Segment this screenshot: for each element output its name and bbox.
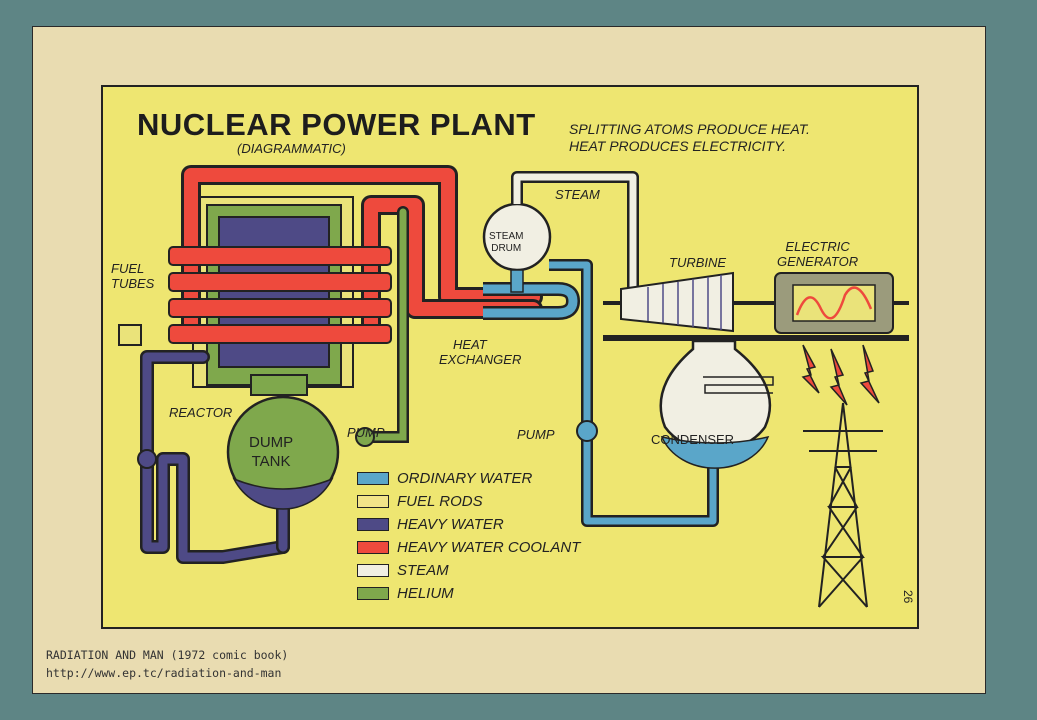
plant-diagram — [118, 165, 909, 608]
label-generator-line-1: ELECTRIC — [785, 239, 850, 254]
label-heat-exchanger-line-1: HEAT — [453, 337, 487, 352]
tagline-line-1: SPLITTING ATOMS PRODUCE HEAT. — [569, 121, 810, 137]
legend-swatch — [357, 587, 389, 600]
page-number: 26 — [901, 590, 915, 604]
legend-item-steam: STEAM — [357, 559, 580, 582]
label-dump-tank-line-1: DUMP — [249, 434, 294, 451]
label-steam-drum-line-1: STEAM — [489, 231, 524, 242]
label-steam-drum-line-2: DRUM — [491, 243, 522, 254]
condenser-water — [660, 435, 770, 469]
turbine-base — [603, 335, 909, 341]
legend-swatch — [357, 472, 389, 485]
label-electric-generator: ELECTRIC GENERATOR — [777, 239, 858, 269]
lightning-bolts — [801, 344, 880, 406]
fuel-tubes — [168, 246, 392, 344]
helium-line — [357, 206, 409, 443]
label-condenser: CONDENSER — [651, 432, 735, 447]
legend-item-ordinary-water: ORDINARY WATER — [357, 467, 580, 490]
caption-line-2: http://www.ep.tc/radiation-and-man — [46, 666, 282, 680]
label-steam: STEAM — [555, 187, 600, 202]
condenser-coils — [703, 376, 774, 394]
legend-swatch — [357, 495, 389, 508]
diagram-title: NUCLEAR POWER PLANT — [137, 107, 536, 142]
steam-drum-stem — [510, 269, 524, 293]
diagram-panel: NUCLEAR POWER PLANT (DIAGRAMMATIC) SPLIT… — [101, 85, 919, 629]
water-loop — [549, 259, 719, 527]
legend-swatch — [357, 564, 389, 577]
legend-label: STEAM — [397, 562, 449, 579]
source-caption: RADIATION AND MAN (1972 comic book) http… — [46, 646, 288, 682]
dump-tank-neck — [250, 374, 308, 396]
diagram-tagline: SPLITTING ATOMS PRODUCE HEAT. HEAT PRODU… — [569, 121, 810, 155]
legend-item-heavy-water: HEAVY WATER — [357, 513, 580, 536]
legend: ORDINARY WATER FUEL RODS HEAVY WATER HEA… — [357, 467, 580, 605]
legend-label: HEAVY WATER COOLANT — [397, 539, 581, 556]
label-reactor: REACTOR — [169, 405, 233, 420]
label-steam-drum: STEAM DRUM — [489, 231, 523, 255]
transmission-tower — [803, 402, 883, 608]
label-dump-tank: DUMP TANK — [249, 433, 293, 471]
label-pump-right: PUMP — [517, 427, 555, 442]
caption-line-1: RADIATION AND MAN (1972 comic book) — [46, 648, 289, 662]
legend-item-helium: HELIUM — [357, 582, 580, 605]
legend-swatch — [357, 541, 389, 554]
heat-exchanger — [483, 282, 581, 320]
label-turbine: TURBINE — [669, 255, 727, 270]
steam-line — [511, 171, 639, 292]
water-pump — [576, 420, 598, 442]
label-heat-exchanger-line-2: EXCHANGER — [439, 352, 522, 367]
label-heat-exchanger: HEAT EXCHANGER — [439, 337, 521, 367]
legend-label: HEAVY WATER — [397, 516, 504, 533]
label-dump-tank-line-2: TANK — [251, 453, 291, 470]
legend-swatch — [357, 518, 389, 531]
label-pump-left: PUMP — [347, 425, 385, 440]
label-fuel-tubes-line-1: FUEL — [111, 261, 145, 276]
legend-item-heavy-water-coolant: HEAVY WATER COOLANT — [357, 536, 580, 559]
legend-item-fuel-rods: FUEL RODS — [357, 490, 580, 513]
fuel-tube-fitting — [118, 324, 142, 346]
legend-label: ORDINARY WATER — [397, 470, 533, 487]
legend-label: HELIUM — [397, 585, 454, 602]
dump-tank-heavy-water — [232, 477, 334, 510]
label-fuel-tubes: FUEL TUBES — [111, 261, 154, 291]
turbine-shaft — [603, 301, 909, 305]
tagline-line-2: HEAT PRODUCES ELECTRICITY. — [569, 138, 787, 154]
helium-pump — [355, 427, 375, 447]
turbine — [620, 271, 734, 333]
label-generator-line-2: GENERATOR — [777, 254, 859, 269]
legend-label: FUEL RODS — [397, 493, 483, 510]
generator-wave — [795, 286, 873, 320]
heavy-water-pump — [137, 449, 157, 469]
label-fuel-tubes-line-2: TUBES — [111, 276, 155, 291]
diagram-subtitle: (DIAGRAMMATIC) — [237, 141, 346, 156]
